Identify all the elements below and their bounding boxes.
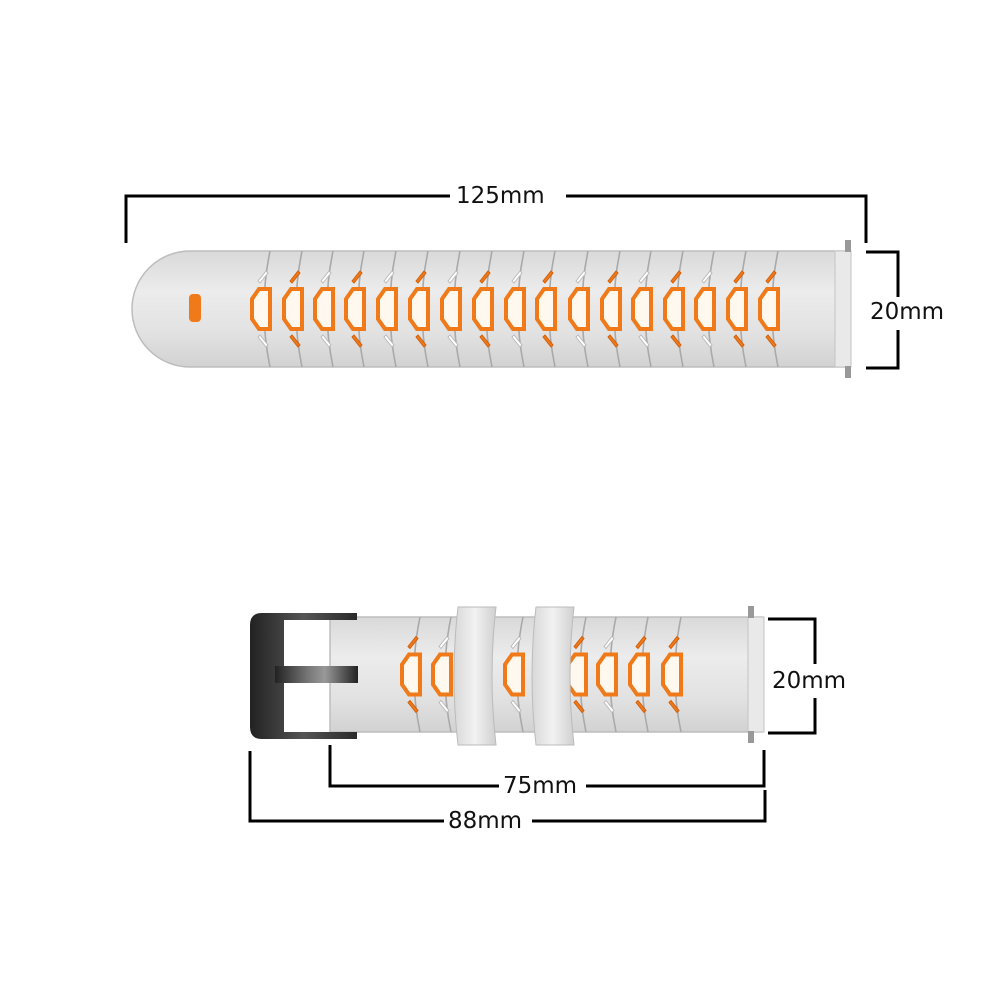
width-label-buckle: 20mm xyxy=(768,668,851,694)
length-label-125: 125mm xyxy=(452,183,549,209)
length-label-88: 88mm xyxy=(444,808,527,834)
width-label-long: 20mm xyxy=(866,299,949,325)
buckle xyxy=(250,613,357,739)
dimension-lines xyxy=(124,194,900,823)
length-label-75: 75mm xyxy=(499,773,582,799)
buckle-strap xyxy=(250,606,765,746)
long-strap xyxy=(131,240,852,378)
